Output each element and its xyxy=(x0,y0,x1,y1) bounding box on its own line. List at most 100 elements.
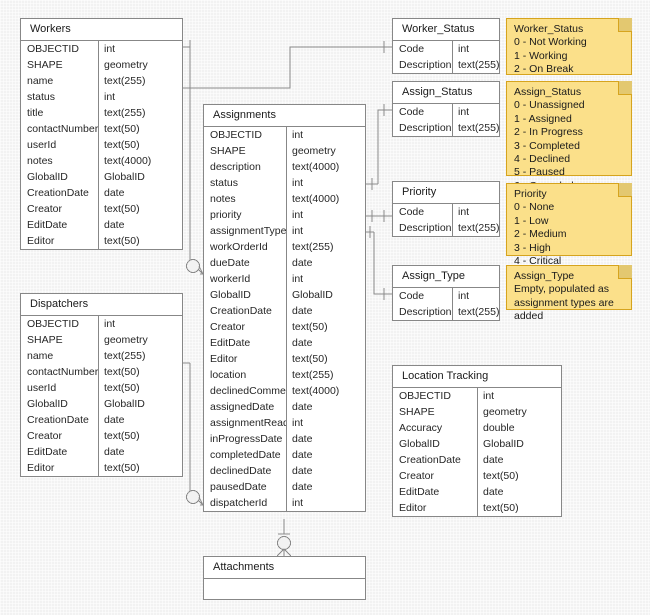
note-fold-corner-icon xyxy=(618,18,632,32)
field-type: int xyxy=(483,390,495,402)
note-value-line: Empty, populated as assignment types are… xyxy=(514,283,614,323)
entity-field-row: OBJECTID int xyxy=(393,388,561,404)
field-name: SHAPE xyxy=(21,57,99,73)
field-name: EditDate xyxy=(204,335,287,351)
field-type: text(255) xyxy=(292,369,334,381)
field-type: text(4000) xyxy=(292,193,340,205)
field-type: date xyxy=(292,449,313,461)
note-title: Assign_Status xyxy=(514,86,582,98)
entity-empty-row xyxy=(204,579,365,599)
note-value-line: 3 - Completed xyxy=(514,139,580,152)
field-type: date xyxy=(292,465,313,477)
field-name: GlobalID xyxy=(21,169,99,185)
field-type: date xyxy=(104,219,125,231)
field-type: int xyxy=(458,290,470,302)
field-type: date xyxy=(483,486,504,498)
field-type: text(50) xyxy=(104,462,140,474)
note-fold-corner-icon xyxy=(618,81,632,95)
field-type: text(50) xyxy=(104,139,140,151)
field-type: date xyxy=(292,481,313,493)
field-type: geometry xyxy=(104,59,148,71)
field-name: CreationDate xyxy=(21,185,99,201)
field-type: text(255) xyxy=(104,107,146,119)
field-type: text(50) xyxy=(483,470,519,482)
note-value-line: 0 - Unassigned xyxy=(514,99,585,112)
field-name: userId xyxy=(21,380,99,396)
field-name: Editor xyxy=(21,460,99,476)
field-type: int xyxy=(458,206,470,218)
note-value-line: 1 - Assigned xyxy=(514,112,572,125)
field-name: Creator xyxy=(21,201,99,217)
note-value-line: 2 - In Progress xyxy=(514,126,583,139)
connector-assignments-assign-status xyxy=(366,104,392,190)
entity-title: Dispatchers xyxy=(21,294,182,316)
field-name: assignmentRead xyxy=(204,415,287,431)
note-fold-corner-icon xyxy=(618,265,632,279)
connector-assignments-priority xyxy=(366,210,392,222)
field-name: Editor xyxy=(393,500,478,516)
field-name: Code xyxy=(393,288,453,304)
entity-field-row: Editor text(50) xyxy=(21,460,182,476)
field-name: GlobalID xyxy=(393,436,478,452)
note-value-line: 0 - Not Working xyxy=(514,36,587,49)
field-type: date xyxy=(104,446,125,458)
field-name: declinedComment xyxy=(204,383,287,399)
field-type: date xyxy=(104,187,125,199)
entity-attachments[interactable]: Attachments xyxy=(203,556,366,600)
field-type: GlobalID xyxy=(104,171,145,183)
field-name: OBJECTID xyxy=(21,316,99,332)
field-name: SHAPE xyxy=(204,143,287,159)
field-type: text(50) xyxy=(104,366,140,378)
note-title: Assign_Type xyxy=(514,270,575,282)
field-name: status xyxy=(204,175,287,191)
entity-field-list xyxy=(204,579,365,599)
field-type: text(255) xyxy=(458,59,499,71)
field-type: text(255) xyxy=(292,241,334,253)
field-type: text(255) xyxy=(458,222,499,234)
field-type: text(50) xyxy=(104,382,140,394)
field-name: OBJECTID xyxy=(393,388,478,404)
note-value-line: 3 - High xyxy=(514,241,551,254)
field-name: workerId xyxy=(204,271,287,287)
field-type: geometry xyxy=(292,145,336,157)
field-name: assignmentType xyxy=(204,223,287,239)
field-type: int xyxy=(458,43,470,55)
field-type: int xyxy=(104,43,116,55)
